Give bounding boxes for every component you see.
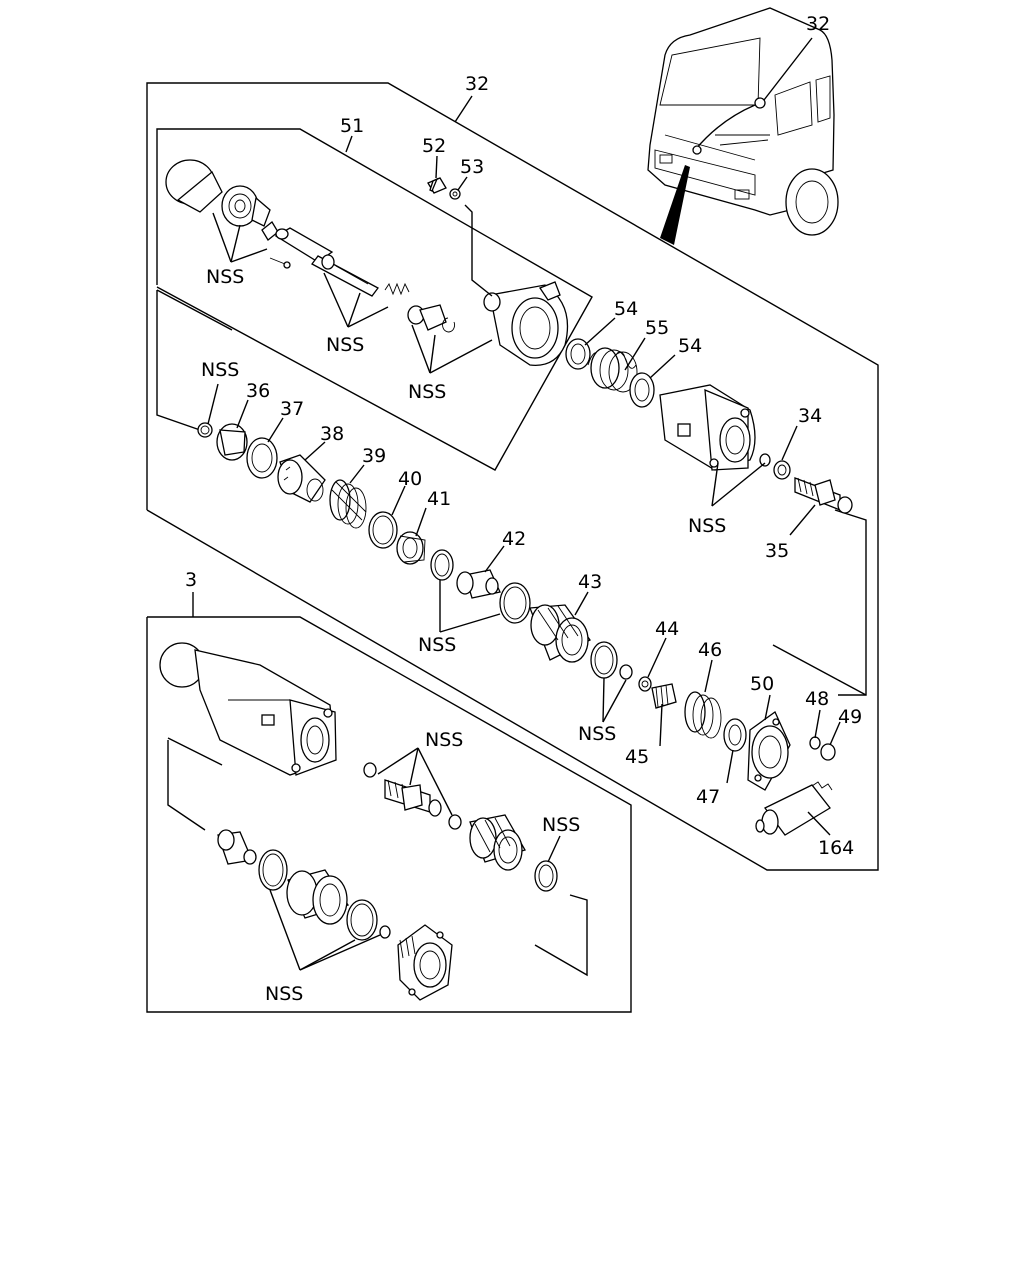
part-oring-3d (346, 899, 391, 941)
label-nss-5: NSS (688, 515, 726, 537)
label-nss-3: NSS (408, 381, 446, 403)
frame-assembly-32 (146, 82, 879, 871)
label-nss-7: NSS (578, 723, 616, 745)
label-47: 47 (696, 786, 720, 808)
part-spring-39 (329, 479, 367, 529)
part-oring-3b (534, 860, 558, 892)
part-spring-55 (587, 347, 638, 393)
label-41: 41 (427, 488, 451, 510)
part-valve-stem-3 (384, 779, 442, 817)
part-grease-tube-164 (755, 781, 833, 836)
truck-cab-illustration (647, 7, 839, 245)
part-piston-38 (277, 454, 326, 503)
label-nss-4: NSS (201, 359, 239, 381)
part-valve-assembly-3 (159, 642, 337, 776)
label-43: 43 (578, 571, 602, 593)
part-oring-lower-nss (590, 641, 633, 680)
part-plunger-rod-51 (269, 227, 379, 297)
frame-assembly-3 (146, 616, 632, 1013)
part-small-oring-34 (759, 453, 791, 480)
part-valve-stem-35 (794, 477, 853, 514)
label-51: 51 (340, 115, 364, 137)
part-ring-37 (246, 437, 278, 479)
callout-labels: 32 32 51 52 53 54 55 54 34 35 36 37 38 3… (185, 13, 862, 1005)
label-32-cab: 32 (806, 13, 830, 35)
label-45: 45 (625, 746, 649, 768)
part-valve-body-upper (659, 384, 756, 471)
label-nss-2: NSS (326, 334, 364, 356)
label-55: 55 (645, 317, 669, 339)
label-49: 49 (838, 706, 862, 728)
part-piston-43 (529, 604, 591, 663)
part-piston-3 (469, 814, 526, 871)
label-54-a: 54 (614, 298, 638, 320)
part-oring-nss-mid (430, 549, 454, 581)
label-36: 36 (246, 380, 270, 402)
label-46: 46 (698, 639, 722, 661)
label-35: 35 (765, 540, 789, 562)
label-nss-8: NSS (425, 729, 463, 751)
part-small-rings-51 (407, 304, 455, 333)
part-oring-large-mid (499, 582, 531, 624)
label-48: 48 (805, 688, 829, 710)
part-oring-54b (629, 372, 655, 408)
label-32-main: 32 (465, 73, 489, 95)
part-snap-ring-40 (368, 511, 398, 549)
label-40: 40 (398, 468, 422, 490)
part-cover-3 (397, 924, 453, 1001)
label-42: 42 (502, 528, 526, 550)
part-washer-53 (449, 188, 461, 200)
label-37: 37 (280, 398, 304, 420)
part-oring-3c (258, 849, 288, 891)
part-sleeve-3 (217, 829, 257, 865)
part-small-spring-51 (384, 282, 410, 296)
label-164: 164 (818, 837, 854, 859)
part-seal-36 (216, 423, 248, 461)
part-bolt-49 (820, 743, 836, 761)
part-washer-47 (723, 718, 747, 752)
label-nss-10: NSS (265, 983, 303, 1005)
part-nut-48 (809, 736, 821, 750)
part-spring-45 (651, 683, 677, 709)
label-50: 50 (750, 673, 774, 695)
part-sleeve-42 (456, 569, 501, 599)
part-bushing-41 (396, 531, 426, 565)
part-washer-44 (638, 676, 652, 692)
part-small-oring-3 (363, 762, 377, 778)
label-52: 52 (422, 135, 446, 157)
part-screw-52 (427, 177, 447, 194)
part-cover-50 (747, 711, 791, 791)
frame-bracket-lines (156, 289, 867, 696)
frame-subassembly-51 (156, 128, 593, 471)
label-nss-1: NSS (206, 266, 244, 288)
part-piston-large-3 (286, 869, 350, 925)
part-small-ring-nss (197, 422, 213, 438)
leader-lines (192, 95, 841, 971)
label-3: 3 (185, 569, 197, 591)
label-53: 53 (460, 156, 484, 178)
part-housing-51 (483, 281, 569, 366)
label-54-b: 54 (678, 335, 702, 357)
part-spring-46 (684, 691, 722, 739)
label-39: 39 (362, 445, 386, 467)
part-oring-3a (448, 814, 462, 830)
part-knob-51 (165, 159, 279, 241)
label-nss-9: NSS (542, 814, 580, 836)
label-38: 38 (320, 423, 344, 445)
label-nss-6: NSS (418, 634, 456, 656)
label-34: 34 (798, 405, 822, 427)
part-oring-54a (565, 338, 591, 370)
label-44: 44 (655, 618, 679, 640)
